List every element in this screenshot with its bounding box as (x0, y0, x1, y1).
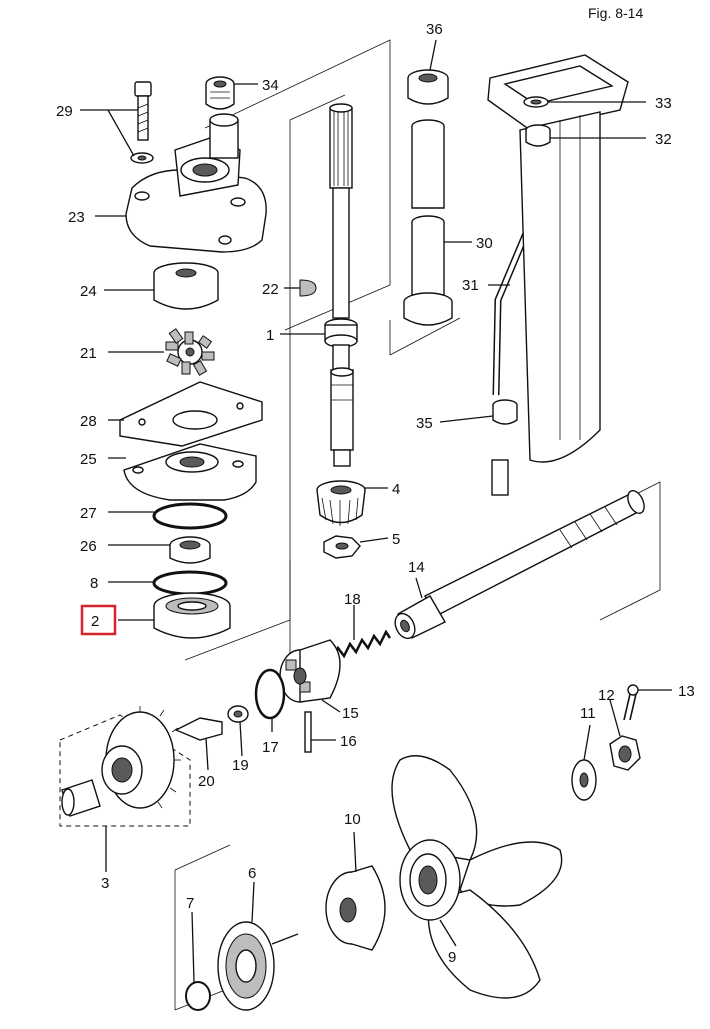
label-6: 6 (248, 865, 256, 882)
part-9-propeller (391, 755, 563, 999)
part-11-washer (571, 759, 597, 801)
label-18: 18 (344, 591, 361, 608)
part-28-gasket (119, 381, 263, 447)
part-23-pump-housing (125, 113, 267, 253)
part-1-drive-shaft (324, 103, 358, 467)
label-9: 9 (448, 949, 456, 966)
leader-lines (80, 39, 672, 983)
part-17-ring (254, 668, 286, 720)
part-34-grommet (205, 76, 235, 110)
part-20-shifter (174, 717, 223, 741)
label-12: 12 (598, 687, 615, 704)
label-33: 33 (655, 95, 672, 112)
part-4-pinion-gear (316, 480, 366, 526)
label-17: 17 (262, 739, 279, 756)
label-29: 29 (56, 103, 73, 120)
label-11: 11 (580, 705, 596, 722)
part-25-pump-base (123, 443, 257, 501)
label-32: 32 (655, 131, 672, 148)
part-16-pin (304, 711, 312, 753)
label-13: 13 (678, 683, 695, 700)
part-3-gear-assembly (59, 706, 191, 827)
part-6-bevel-gear (217, 921, 299, 1011)
label-34: 34 (262, 77, 279, 94)
label-8: 8 (90, 575, 98, 592)
label-10: 10 (344, 811, 361, 828)
label-25: 25 (80, 451, 97, 468)
part-22-key (299, 279, 317, 297)
part-19-pin (227, 705, 249, 723)
label-22: 22 (262, 281, 279, 298)
label-26: 26 (80, 538, 97, 555)
part-15-clutch (279, 639, 341, 703)
part-33-upper-casing (487, 54, 629, 463)
label-7: 7 (186, 895, 194, 912)
label-3: 3 (101, 875, 109, 892)
part-5-nut (323, 535, 361, 559)
part-12-castle-nut (609, 735, 641, 771)
part-13-cotter-pin (623, 684, 639, 721)
part-33-washer (523, 96, 549, 108)
label-23: 23 (68, 209, 85, 226)
label-27: 27 (80, 505, 97, 522)
label-30: 30 (476, 235, 493, 252)
label-19: 19 (232, 757, 249, 774)
label-2: 2 (91, 613, 99, 630)
highlight-box (80, 604, 117, 636)
part-26-bearing (169, 536, 211, 564)
label-21: 21 (80, 345, 97, 362)
label-20: 20 (198, 773, 215, 790)
label-5: 5 (392, 531, 400, 548)
part-29-bolt-washer (130, 81, 154, 164)
part-32-grommet (525, 124, 551, 147)
part-18-spring (330, 629, 392, 661)
part-35-clamp (492, 399, 518, 425)
part-8-ring (152, 570, 228, 596)
part-7-ring (185, 981, 211, 1011)
label-31: 31 (462, 277, 479, 294)
label-15: 15 (342, 705, 359, 722)
callout-labels: 29 23 24 21 28 25 27 26 8 2 34 36 33 32 … (56, 21, 695, 966)
label-1: 1 (266, 327, 274, 344)
label-16: 16 (340, 733, 357, 750)
label-14: 14 (408, 559, 425, 576)
label-4: 4 (392, 481, 400, 498)
label-24: 24 (80, 283, 97, 300)
label-35: 35 (416, 415, 433, 432)
part-27-o-ring (152, 502, 228, 530)
part-2-bearing (153, 592, 231, 639)
part-36-bushing (407, 69, 449, 105)
figure-title: Fig. 8-14 (588, 5, 643, 21)
part-10-thrust-hub (325, 865, 386, 951)
part-21-impeller (165, 328, 215, 376)
part-24-impeller-liner (153, 262, 219, 310)
part-14-propeller-shaft (394, 490, 645, 640)
label-36: 36 (426, 21, 443, 38)
part-30-water-tube (403, 119, 453, 326)
label-28: 28 (80, 413, 97, 430)
